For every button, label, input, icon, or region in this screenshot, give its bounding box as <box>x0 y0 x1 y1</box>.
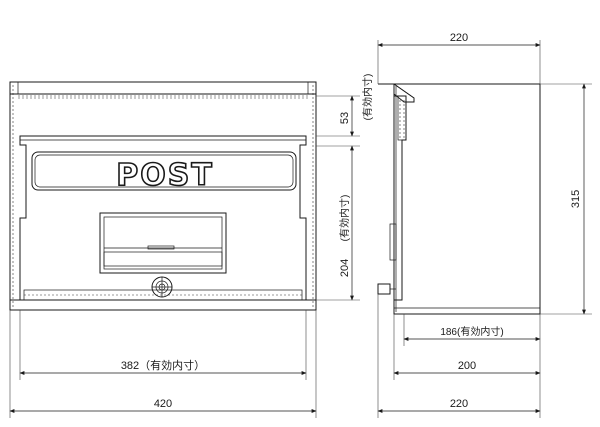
dim-204-note: (有効内寸) <box>338 195 351 242</box>
dim-53: 53 <box>339 112 351 124</box>
dim-420: 420 <box>154 398 172 410</box>
dim-186: 186(有効内寸) <box>440 325 503 338</box>
dim-315: 315 <box>570 190 582 208</box>
dim-53-note: (有効内寸) <box>361 74 374 121</box>
front-view: POST <box>9 81 317 311</box>
front-vertical-dims: 53 (有効内寸) 204 (有効内寸) <box>316 74 374 301</box>
dim-204: 204 <box>339 259 351 277</box>
dim-220-top: 220 <box>450 32 468 44</box>
post-logo: POST <box>116 158 214 193</box>
side-dims: 220 315 186(有効内寸) 200 220 <box>377 32 592 418</box>
dim-200: 200 <box>458 360 476 372</box>
front-horizontal-dims: 382（有効内寸） 420 <box>9 310 317 418</box>
dim-382: 382（有効内寸） <box>121 358 205 372</box>
dim-220-bottom: 220 <box>450 398 468 410</box>
side-view <box>377 83 541 315</box>
lock-icon <box>151 276 173 298</box>
